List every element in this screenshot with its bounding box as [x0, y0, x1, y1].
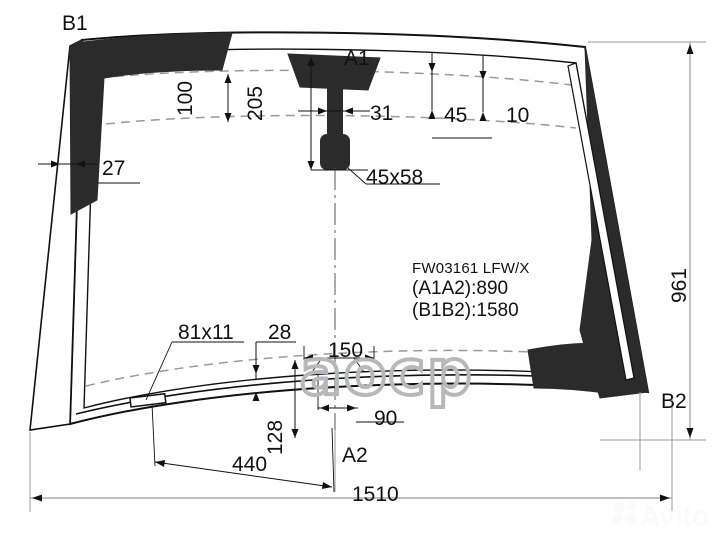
dim-label-100: 100 — [174, 80, 197, 116]
dim-440-arrow-left — [155, 460, 165, 467]
dim-45-arrow-b — [428, 110, 436, 119]
lower-frit-dashed-line — [85, 349, 631, 387]
chord-b1b2-label: (B1B2):1580 — [412, 300, 519, 322]
dim-label-1510: 1510 — [352, 483, 399, 506]
dim-label-81x11: 81x11 — [178, 321, 234, 344]
dim-100-arrow-bottom — [224, 113, 232, 122]
dim-150-arrow-left — [304, 354, 313, 362]
dim-27-arrow-right — [76, 160, 85, 168]
center-watermark: аосp — [298, 334, 474, 411]
dim-label-31: 31 — [370, 102, 394, 125]
dim-27-arrow-left — [51, 160, 60, 168]
dim-961-arrow-bottom — [686, 428, 694, 438]
black-corner-top-left — [69, 32, 233, 215]
dim-1510-arrow-right — [660, 494, 670, 502]
label-a2: A2 — [342, 444, 368, 467]
avito-logo-icon — [613, 501, 637, 525]
dim-28-arrow-b — [252, 392, 260, 401]
label-b2: B2 — [661, 390, 687, 413]
dim-45x58-leader — [347, 167, 367, 185]
dim-1510-arrow-left — [32, 494, 42, 502]
black-corner-bottom-right-wedge — [527, 342, 613, 395]
dim-10-arrow-a — [479, 71, 487, 80]
dim-label-27: 27 — [102, 157, 126, 180]
dim-45-arrow-a — [428, 63, 436, 72]
label-a1: A1 — [344, 47, 370, 70]
dim-90-arrow-left — [320, 404, 329, 412]
part-info-block: FW03161 LFW/X (A1A2):890 (B1B2):1580 — [412, 260, 530, 323]
dim-label-128: 128 — [264, 419, 287, 455]
dim-205-arrow-top — [307, 57, 315, 66]
dim-150-leader-b — [353, 357, 365, 373]
right-pillar-inner-sliver — [567, 62, 635, 381]
dim-31-arrow-right — [344, 107, 353, 115]
dim-440-line — [154, 461, 333, 488]
dim-128-arrow-top — [291, 360, 299, 369]
dim-961-arrow-top — [686, 44, 694, 54]
avito-watermark-label: Avito — [640, 501, 709, 533]
dim-label-150: 150 — [328, 339, 364, 362]
dim-label-45: 45 — [444, 104, 468, 127]
chord-a1a2-label: (A1A2):890 — [412, 277, 509, 299]
dim-label-961: 961 — [668, 267, 691, 303]
dim-90-arrow-right — [347, 404, 356, 412]
dim-128-arrow-bottom — [291, 429, 299, 438]
dim-label-440: 440 — [232, 453, 268, 476]
dim-10-arrow-b — [479, 112, 487, 121]
label-b1: B1 — [62, 12, 88, 35]
dim-150-leader-a — [311, 357, 323, 373]
dim-label-28: 28 — [268, 321, 292, 344]
upper-frit-dashed-line-2 — [105, 114, 577, 129]
part-number-label: FW03161 LFW/X — [412, 260, 530, 277]
dim-440-ext-left — [151, 403, 156, 467]
dim-31-arrow-left — [318, 107, 327, 115]
mirror-mount-pad — [320, 134, 350, 170]
dim-81x11-leader — [145, 341, 173, 401]
dim-150-arrow-right — [365, 354, 374, 362]
dim-label-205: 205 — [244, 85, 267, 121]
dim-440-arrow-right — [322, 482, 332, 489]
dim-440-ext-right — [331, 427, 335, 493]
dim-28-arrow-a — [252, 365, 260, 374]
dim-205-arrow-bottom — [307, 161, 315, 170]
dim-label-10: 10 — [506, 104, 530, 127]
dim-100-arrow-top — [224, 74, 232, 83]
dim-label-90: 90 — [374, 407, 398, 430]
mirror-mount-stem — [327, 80, 343, 144]
dim-label-45x58: 45x58 — [366, 166, 424, 189]
